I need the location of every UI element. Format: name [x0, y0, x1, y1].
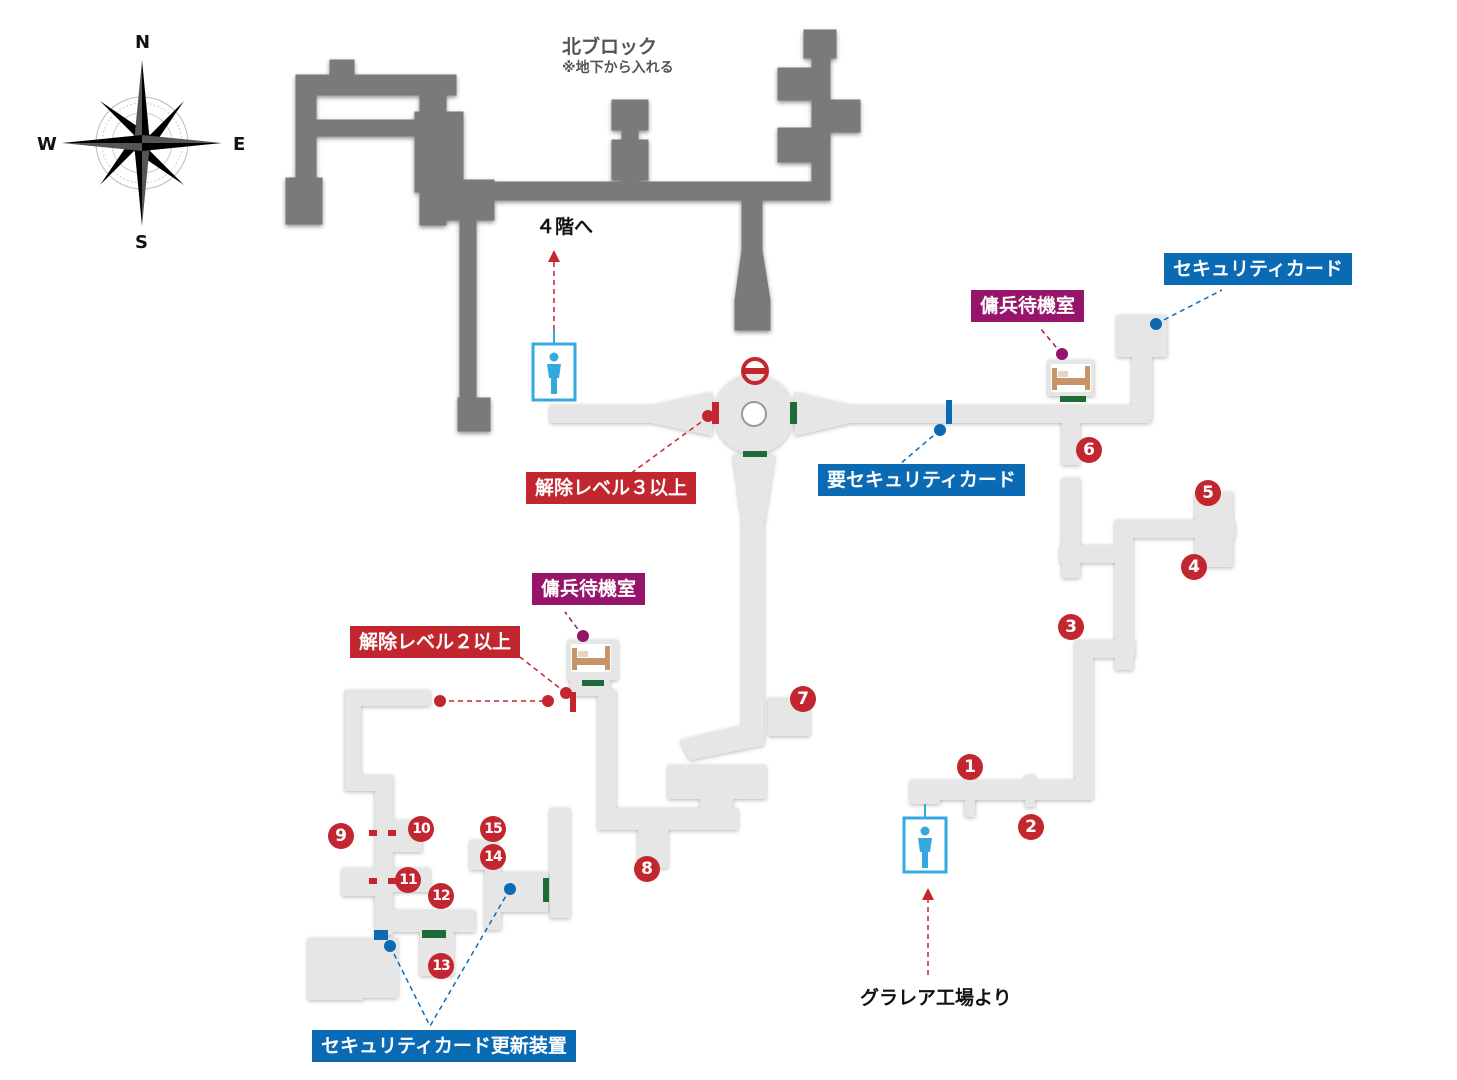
marker-7: 7	[790, 686, 816, 712]
marker-12: 12	[428, 883, 454, 909]
door-green-south-a	[543, 878, 549, 902]
compass-north-label: N	[135, 32, 151, 53]
compass-south-label: S	[135, 232, 148, 253]
marker-15: 15	[480, 816, 506, 842]
mercenary-room-1-label: 傭兵待機室	[971, 290, 1085, 322]
door-green-south-b	[422, 930, 446, 938]
point-dots	[384, 318, 1162, 952]
marker-14: 14	[480, 844, 506, 870]
doors	[369, 396, 1086, 940]
card-updater-label: セキュリティカード更新装置	[312, 1030, 576, 1062]
no-entry-icon	[741, 357, 769, 385]
door-red-9	[369, 830, 377, 836]
elevator-person-icon[interactable]	[902, 804, 948, 874]
bed-icon	[571, 644, 611, 672]
north-block-title: 北ブロック	[562, 36, 658, 58]
door-red-level-2	[570, 692, 576, 712]
mercenary-room-2-label: 傭兵待機室	[532, 573, 646, 605]
marker-5: 5	[1195, 480, 1221, 506]
door-red-10	[388, 830, 396, 836]
marker-13: 13	[428, 953, 454, 979]
marker-6: 6	[1076, 437, 1102, 463]
marker-4: 4	[1181, 554, 1207, 580]
north-block-area	[285, 29, 861, 432]
door-green-east-roundabout	[790, 402, 797, 424]
compass-west-label: W	[37, 134, 57, 155]
clear-level-3-label: 解除レベル３以上	[526, 472, 697, 504]
marker-11: 11	[395, 867, 421, 893]
corridor-network	[308, 315, 1235, 1000]
elevator-person-icon[interactable]	[531, 330, 577, 402]
door-red-west-roundabout	[712, 402, 719, 424]
marker-1: 1	[957, 754, 983, 780]
marker-10: 10	[408, 816, 434, 842]
door-green-south-roundabout	[743, 451, 767, 457]
security-card-label: セキュリティカード	[1164, 253, 1352, 285]
door-green-mercenary-2	[582, 680, 604, 686]
door-red-11b	[388, 878, 396, 884]
clear-level-2-label: 解除レベル２以上	[350, 626, 521, 658]
door-green-mercenary-1	[1060, 396, 1086, 402]
marker-9: 9	[328, 823, 354, 849]
security-card-required-label: 要セキュリティカード	[818, 464, 1025, 496]
marker-8: 8	[634, 856, 660, 882]
arrow-up-icon	[922, 888, 934, 900]
arrow-up-icon	[548, 250, 560, 262]
compass-rose-icon	[62, 60, 222, 226]
marker-3: 3	[1058, 614, 1084, 640]
bed-icon	[1051, 364, 1091, 392]
north-block-note: ※地下から入れる	[562, 60, 674, 76]
door-blue-south	[374, 930, 388, 940]
roundabout-island	[741, 401, 767, 427]
from-grarea-text: グラレア工場より	[860, 987, 1012, 1009]
to-4f-text: ４階へ	[536, 216, 594, 238]
compass-east-label: E	[233, 134, 246, 155]
door-blue-east	[946, 400, 952, 424]
marker-2: 2	[1018, 814, 1044, 840]
door-red-11a	[369, 878, 377, 884]
